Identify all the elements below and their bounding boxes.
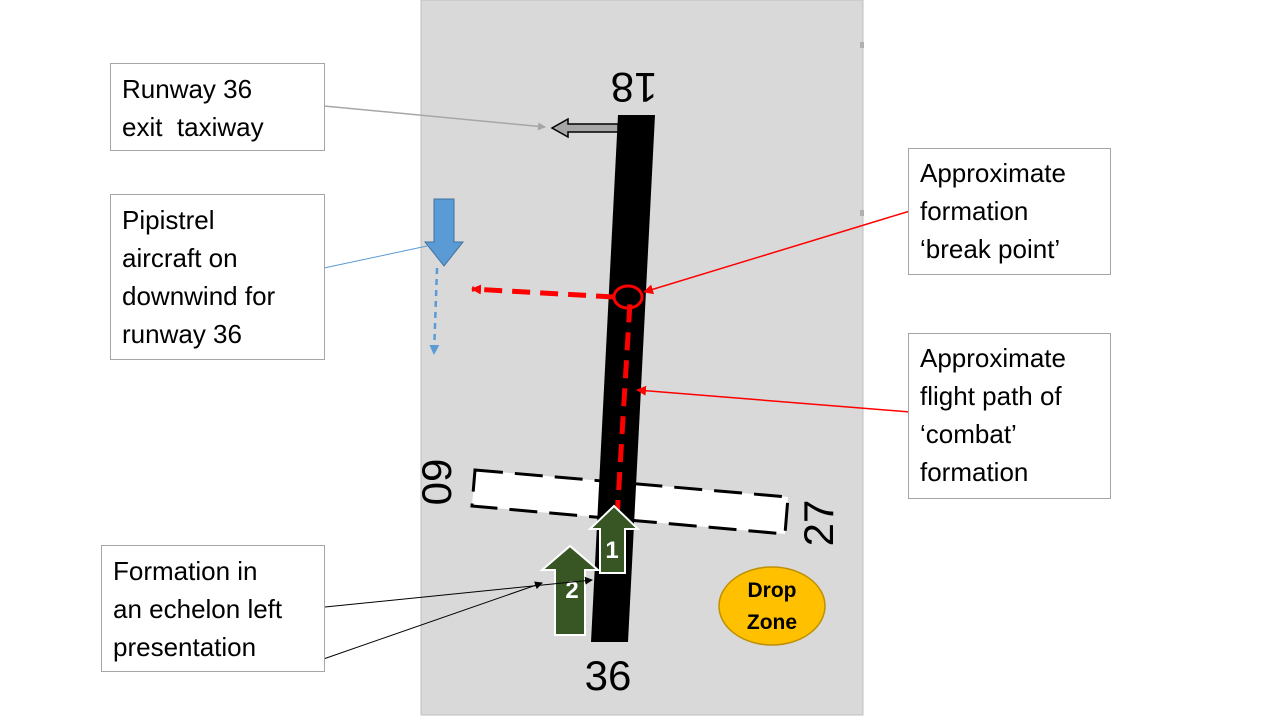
- pipistrel-callout-line-3: downwind for: [122, 281, 276, 311]
- flight-path-callout-line-2: flight path of: [920, 381, 1062, 411]
- edge-mark: [860, 210, 864, 216]
- formation-aircraft-1-arrow: [587, 504, 641, 574]
- break-point-marker: [612, 284, 644, 310]
- runway-label-27: 27: [795, 500, 842, 547]
- break-point-leader-line: [643, 210, 911, 295]
- pipistrel-leader-line: [323, 245, 428, 269]
- formation-aircraft-2: 2: [539, 544, 601, 636]
- taxiway-callout-line-1: Runway 36: [122, 74, 253, 104]
- pipistrel-callout-line-1: Pipistrel: [122, 205, 215, 235]
- taxiway-callout: Runway 36 exit taxiway: [110, 63, 325, 151]
- main-runway-18-36: [591, 115, 655, 642]
- taxiway-leader-line: [323, 105, 546, 131]
- edge-mark: [860, 42, 864, 48]
- runway-label-09: 09: [413, 459, 460, 506]
- formation-aircraft-2-label: 2: [565, 577, 578, 604]
- flight-path-callout-line-3: ‘combat’: [920, 419, 1017, 449]
- drop-zone: Drop Zone: [718, 566, 826, 646]
- formation-callout-line-2: an echelon left: [113, 594, 283, 624]
- formation-aircraft-1: 1: [587, 504, 641, 574]
- formation-leader-line-upper: [324, 576, 593, 608]
- formation-flight-path-line: [614, 301, 633, 519]
- flight-path-callout-line-4: formation: [920, 457, 1029, 487]
- formation-callout-line-3: presentation: [113, 632, 257, 662]
- flight-path-callout: Approximate flight path of ‘combat’ form…: [908, 333, 1111, 499]
- pipistrel-callout: Pipistrel aircraft on downwind for runwa…: [110, 194, 325, 360]
- break-point-callout-line-3: ‘break point’: [920, 234, 1061, 264]
- break-point-callout: Approximate formation ‘break point’: [908, 148, 1111, 275]
- drop-zone-label-line-1: Drop: [748, 579, 797, 602]
- runway-label-18: 18: [611, 64, 658, 111]
- formation-callout-line-1: Formation in: [113, 556, 258, 586]
- drop-zone-circle: [718, 566, 826, 646]
- flight-path-leader-line: [636, 385, 911, 413]
- drop-zone-label-line-2: Zone: [747, 611, 797, 634]
- exit-taxiway-arrow: [550, 117, 619, 139]
- formation-aircraft-1-label: 1: [605, 537, 618, 564]
- break-point-callout-line-2: formation: [920, 196, 1029, 226]
- pipistrel-callout-line-2: aircraft on: [122, 243, 238, 273]
- formation-aircraft-2-arrow: [539, 544, 601, 636]
- break-turn-path-line: [471, 284, 615, 300]
- taxiway-callout-line-2: exit taxiway: [122, 112, 264, 142]
- runway-label-36: 36: [585, 652, 632, 699]
- flight-path-callout-line-1: Approximate: [920, 343, 1066, 373]
- pipistrel-callout-line-4: runway 36: [122, 319, 242, 349]
- formation-leader-line-lower: [311, 581, 543, 664]
- formation-callout: Formation in an echelon left presentatio…: [101, 545, 325, 672]
- pipistrel-aircraft-arrow: [423, 198, 465, 267]
- pipistrel-downwind-path: [429, 267, 440, 355]
- break-point-callout-line-1: Approximate: [920, 158, 1066, 188]
